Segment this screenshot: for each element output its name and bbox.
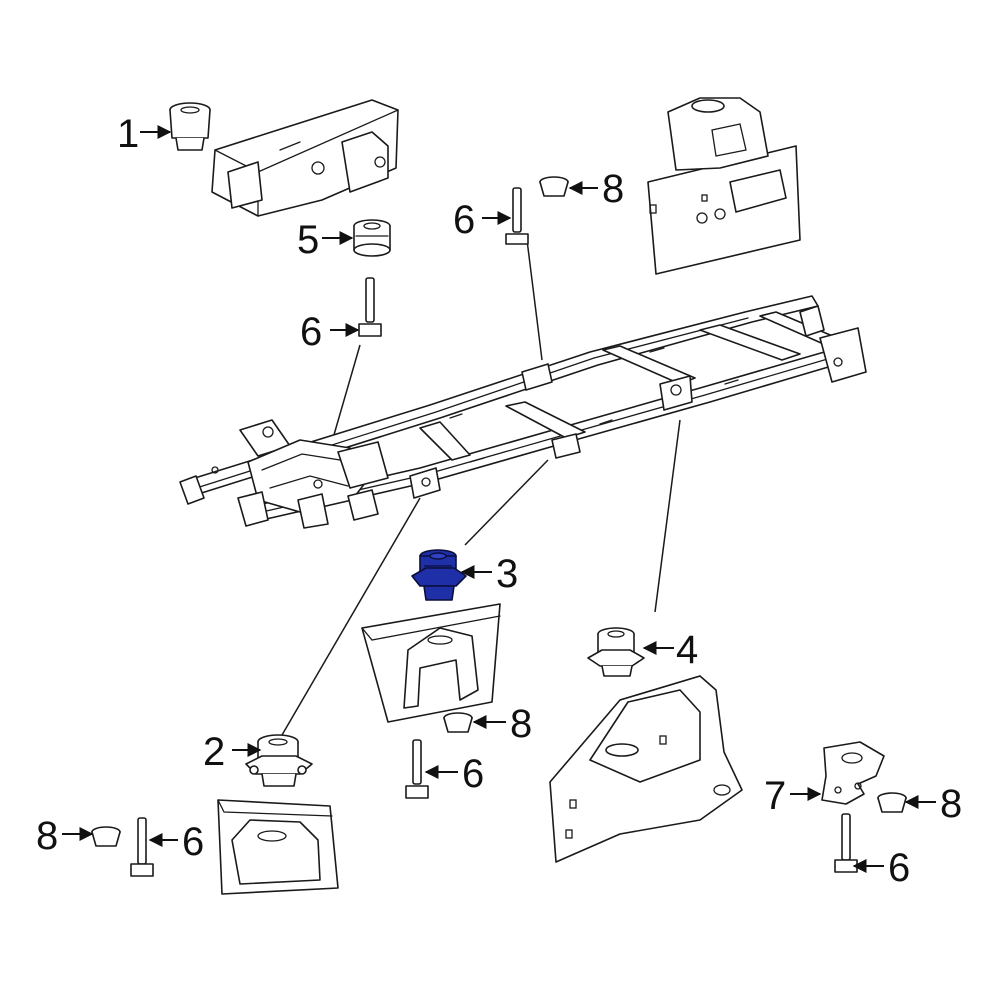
- callout-8-top: 8: [602, 167, 624, 211]
- callout-3: 3: [496, 552, 518, 596]
- callout-5: 5: [297, 218, 319, 262]
- callout-2: 2: [203, 730, 225, 774]
- bolt-6a: [505, 187, 529, 245]
- part-4-mount: [587, 627, 645, 677]
- bolt-6e: [834, 813, 858, 873]
- callout-8-middle: 8: [510, 702, 532, 746]
- bolt-6d: [130, 817, 154, 877]
- part-1-cushion: [169, 102, 211, 151]
- part-2-mount: [245, 734, 313, 787]
- chassis-frame: [179, 295, 867, 529]
- nut-8c: [91, 826, 121, 847]
- bracket-part-7: [821, 741, 885, 805]
- callout-6-bottom-right: 6: [888, 846, 910, 890]
- bolt-6c: [405, 739, 429, 799]
- floor-panel-middle: [361, 603, 501, 723]
- part-5-cushion: [353, 219, 391, 257]
- callout-4: 4: [676, 628, 698, 672]
- floor-panel-front: [217, 799, 339, 895]
- floor-panel-rear: [549, 675, 743, 863]
- callout-6-middle: 6: [462, 752, 484, 796]
- callout-8-right: 8: [940, 782, 962, 826]
- nut-8a: [539, 176, 569, 197]
- callout-1: 1: [117, 112, 139, 156]
- bolt-6b: [358, 277, 382, 337]
- callout-6-top: 6: [453, 198, 475, 242]
- nut-8d: [877, 792, 907, 813]
- cab-mount-bracket-front: [211, 99, 399, 217]
- callout-arrows: [62, 125, 936, 873]
- callout-6-bottom-left: 6: [182, 820, 204, 864]
- cab-panel-rear: [647, 97, 801, 275]
- callout-8-left: 8: [36, 814, 58, 858]
- part-3-mount-highlighted[interactable]: [411, 549, 467, 601]
- callout-7: 7: [764, 774, 786, 818]
- leader-lines: [281, 239, 681, 736]
- callout-6-left: 6: [300, 310, 322, 354]
- nut-8b: [443, 712, 473, 733]
